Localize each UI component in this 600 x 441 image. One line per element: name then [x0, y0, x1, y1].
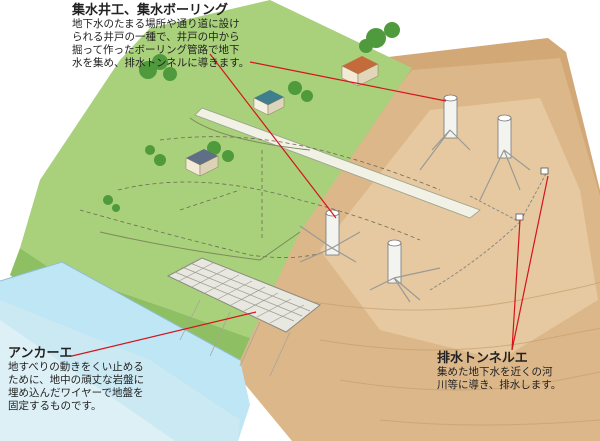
- river-edge: [0, 261, 241, 361]
- house-1: [341, 56, 379, 87]
- callout-drainage-tunnel-title: 排水トンネルエ: [437, 351, 528, 366]
- callout-anchor-line: 地すべりの動きをくい止める: [8, 361, 144, 373]
- tunnel-portal-1: [540, 167, 549, 175]
- slide-boundaries: [79, 136, 441, 258]
- soil-layer: [320, 98, 598, 360]
- callout-collection-well-title: 集水井工、集水ボーリング: [72, 3, 229, 18]
- collection-well-4: [387, 239, 402, 284]
- callout-anchor-line: 埋め込んだワイヤーで地盤を: [8, 387, 144, 399]
- grass-slope: [20, 0, 412, 338]
- collection-well-2: [497, 114, 512, 159]
- callout-drainage-tunnel-line: 川等に導き、排水します。: [437, 379, 562, 391]
- callout-collection-well-line: 掘って作ったボーリング管路で地下: [72, 44, 240, 56]
- callout-collection-well-line: 地下水のたまる場所や通り道に設け: [72, 18, 240, 30]
- road: [194, 107, 481, 219]
- drainage-boring-pipes: [299, 129, 531, 303]
- callout-anchor-line: 固定するものです。: [8, 400, 102, 412]
- callout-anchor-title: アンカーエ: [8, 346, 73, 361]
- tunnel-portal-2: [515, 213, 524, 221]
- callout-anchor-line: ために、地中の頑丈な岩盤に: [8, 374, 145, 386]
- callout-anchor: アンカーエ 地すべりの動きをくい止める ために、地中の頑丈な岩盤に 埋め込んだワ…: [8, 346, 144, 413]
- callout-collection-well-desc: 地下水のたまる場所や通り道に設け られる井戸の一種で、井戸の中から 掘って作った…: [72, 18, 249, 70]
- house-3: [185, 149, 219, 177]
- callout-drainage-tunnel-desc: 集めた地下水を近くの河 川等に導き、排水します。: [437, 366, 561, 392]
- callout-drainage-tunnel-line: 集めた地下水を近くの河: [437, 366, 553, 378]
- house-2: [253, 90, 285, 116]
- callout-collection-well: 集水井工、集水ボーリング 地下水のたまる場所や通り道に設け られる井戸の一種で、…: [72, 3, 249, 70]
- soil-strata: [299, 280, 600, 426]
- collection-well-1: [443, 94, 458, 139]
- leader-lines: [71, 53, 549, 357]
- anchor-wall-grid: [174, 262, 311, 324]
- slide-block-outlines: [99, 117, 311, 261]
- drainage-tunnel: [429, 169, 549, 291]
- trees: [103, 22, 400, 212]
- river-bank: [0, 300, 240, 441]
- callout-anchor-desc: 地すべりの動きをくい止める ために、地中の頑丈な岩盤に 埋め込んだワイヤーで地盤…: [8, 361, 144, 413]
- callout-drainage-tunnel: 排水トンネルエ 集めた地下水を近くの河 川等に導き、排水します。: [437, 351, 561, 392]
- callout-collection-well-line: 水を集め、排水トンネルに導きます。: [72, 57, 250, 69]
- callout-collection-well-line: られる井戸の一種で、井戸の中から: [72, 31, 240, 43]
